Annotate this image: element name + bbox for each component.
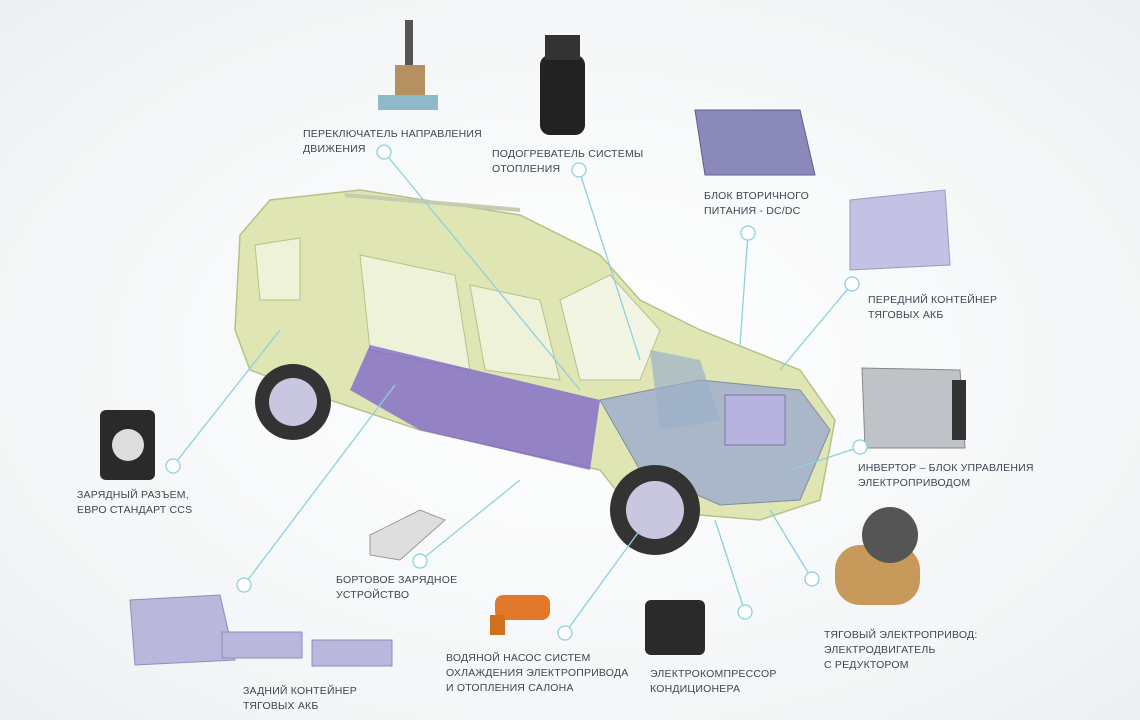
label-line: ТЯГОВЫХ АКБ [243,700,319,712]
component-inverter [861,367,966,449]
label-line: ЕВРО СТАНДАРТ CCS [77,504,193,516]
leader-lines [165,144,868,641]
label-line: ЗАРЯДНЫЙ РАЗЪЕМ, [77,489,189,501]
component-rear-battery [129,594,393,667]
label-line: ЭЛЕКТРОКОМПРЕССОР [650,668,777,680]
car-body [234,189,836,521]
label-motor: ТЯГОВЫЙ ЭЛЕКТРОПРИВОД: ЭЛЕКТРОДВИГАТЕЛЬ С … [824,628,977,673]
label-charger: БОРТОВОЕ ЗАРЯДНОЕ УСТРОЙСТВО [336,573,457,603]
label-line: ТЯГОВЫЙ ЭЛЕКТРОПРИВОД: [824,629,978,641]
label-line: БЛОК ВТОРИЧНОГО [704,190,809,202]
label-line: ЭЛЕКТРОДВИГАТЕЛЬ [824,644,936,656]
label-line: И ОТОПЛЕНИЯ САЛОНА [446,682,574,694]
label-compressor: ЭЛЕКТРОКОМПРЕССОР КОНДИЦИОНЕРА [650,667,777,697]
floor-battery [350,345,600,470]
label-heater: ПОДОГРЕВАТЕЛЬ СИСТЕМЫ ОТОПЛЕНИЯ [492,147,643,177]
label-line: ДВИЖЕНИЯ [303,143,366,155]
label-line: ИНВЕРТОР – БЛОК УПРАВЛЕНИЯ [858,462,1034,474]
label-shifter: ПЕРЕКЛЮЧАТЕЛЬ НАПРАВЛЕНИЯ ДВИЖЕНИЯ [303,127,482,157]
component-front-battery [849,189,951,271]
label-line: ЭЛЕКТРОПРИВОДОМ [858,477,971,489]
label-front-battery: ПЕРЕДНИЙ КОНТЕЙНЕР ТЯГОВЫХ АКБ [868,293,997,323]
label-line: ПИТАНИЯ - DC/DC [704,205,801,217]
wheels [255,364,700,555]
label-line: ТЯГОВЫХ АКБ [868,309,944,321]
component-charging-port [100,410,155,480]
component-heater [540,35,585,135]
component-charger [369,509,446,561]
label-line: ПЕРЕДНИЙ КОНТЕЙНЕР [868,294,998,306]
component-pump [490,595,550,635]
component-compressor [645,600,705,655]
label-line: ПЕРЕКЛЮЧАТЕЛЬ НАПРАВЛЕНИЯ [303,128,482,140]
label-line: УСТРОЙСТВО [336,589,410,601]
label-inverter: ИНВЕРТОР – БЛОК УПРАВЛЕНИЯ ЭЛЕКТРОПРИВОДО… [858,461,1034,491]
label-line: С РЕДУКТОРОМ [824,659,909,671]
label-line: ОТОПЛЕНИЯ [492,163,561,175]
component-shifter [378,20,438,110]
label-line: ВОДЯНОЙ НАСОС СИСТЕМ [446,652,591,664]
label-line: ОХЛАЖДЕНИЯ ЭЛЕКТРОПРИВОДА [446,667,629,679]
label-line: КОНДИЦИОНЕРА [650,683,741,695]
label-line: ПОДОГРЕВАТЕЛЬ СИСТЕМЫ [492,148,644,160]
label-pump: ВОДЯНОЙ НАСОС СИСТЕМ ОХЛАЖДЕНИЯ ЭЛЕКТРОПР… [446,651,628,696]
label-charging-port: ЗАРЯДНЫЙ РАЗЪЕМ, ЕВРО СТАНДАРТ CCS [77,488,192,518]
component-dcdc [694,109,816,176]
label-line: ЗАДНИЙ КОНТЕЙНЕР [243,685,357,697]
component-motor [835,507,920,605]
label-rear-battery: ЗАДНИЙ КОНТЕЙНЕР ТЯГОВЫХ АКБ [243,684,357,714]
label-dcdc: БЛОК ВТОРИЧНОГО ПИТАНИЯ - DC/DC [704,189,809,219]
label-line: БОРТОВОЕ ЗАРЯДНОЕ [336,574,458,586]
